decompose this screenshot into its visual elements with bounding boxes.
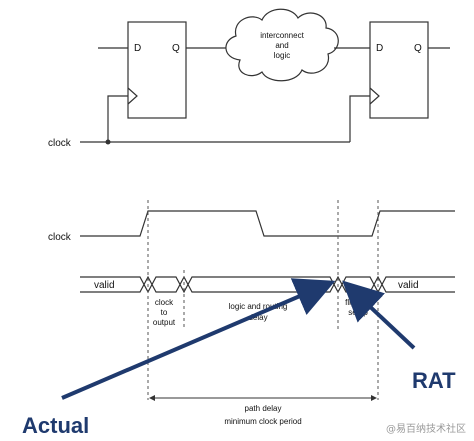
cloud-text-line2: and — [275, 41, 288, 50]
flip-flop-1 — [127, 21, 187, 119]
valid-left-label: valid — [94, 280, 115, 291]
ff2-q-label: Q — [414, 43, 422, 54]
actual-arrow — [61, 278, 336, 400]
bus-bottom-edge — [80, 275, 455, 293]
clock-to-ff2-wire — [349, 95, 370, 142]
cloud-text-line3: logic — [274, 51, 290, 60]
timing-clock-label: clock — [48, 232, 72, 243]
clock-waveform — [80, 210, 455, 237]
seg-logic-line2: delay — [248, 313, 267, 322]
path-delay-label: path delay — [245, 404, 282, 413]
valid-right-label: valid — [398, 280, 419, 291]
rat-annotation: RAT — [412, 368, 456, 393]
min-clock-period-label: minimum clock period — [224, 417, 301, 426]
ff1-d-label: D — [134, 43, 141, 54]
interconnect-cloud — [225, 8, 339, 82]
clock-to-ff1-wire — [107, 95, 128, 142]
ff1-q-label: Q — [172, 43, 180, 54]
ff1-clock-triangle — [127, 87, 138, 105]
flip-flop-2 — [369, 21, 429, 119]
circuit-clock-label: clock — [48, 138, 72, 149]
seg-logic-line1: logic and routing — [229, 302, 288, 311]
seg-clock-line2: to — [161, 308, 168, 317]
watermark: @易百纳技术社区 — [386, 422, 466, 435]
actual-annotation: Actual — [22, 413, 89, 438]
seg-clock-line3: output — [153, 318, 176, 327]
seg-setup-line2: setup — [348, 308, 368, 317]
seg-clock-line1: clock — [155, 298, 174, 307]
rat-arrow — [342, 280, 416, 350]
ff2-d-label: D — [376, 43, 383, 54]
ff2-clock-triangle — [369, 87, 380, 105]
cloud-text-line1: interconnect — [260, 31, 304, 40]
